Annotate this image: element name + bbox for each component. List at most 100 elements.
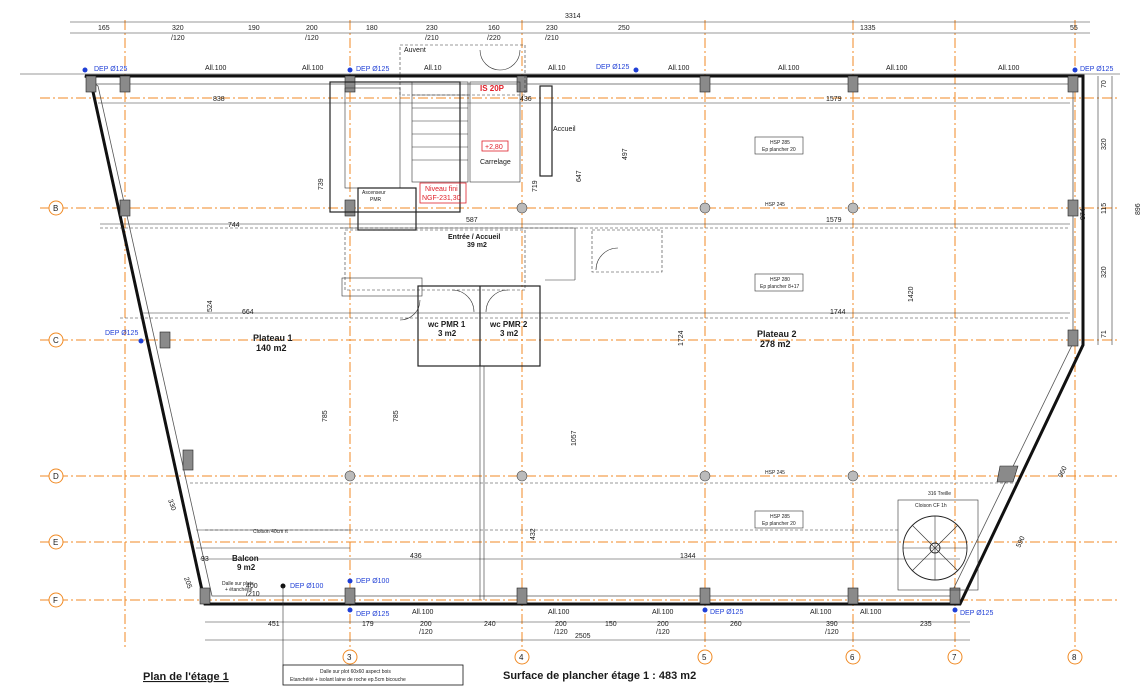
top-dim-1335: 1335: [860, 25, 876, 32]
top-dim-200: 200: [306, 25, 318, 32]
right-dim-71: 71: [1101, 330, 1108, 338]
right-dim-960: 960: [1057, 465, 1068, 479]
spiral-staircase: [897, 499, 979, 591]
hsp285-bot-2: Ep plancher 20: [762, 521, 796, 527]
all100-bot-4: All.100: [810, 609, 832, 616]
niveau-line2: NGF-231,30: [422, 195, 461, 202]
row-axis-f: F: [53, 596, 58, 605]
bottom-dim-240: 240: [484, 621, 496, 628]
top-dim-220: /220: [487, 35, 501, 42]
level-label: +2,80: [485, 144, 503, 151]
row-axis-b: B: [53, 204, 58, 213]
dim-719: 719: [532, 180, 539, 192]
plateau1-name: Plateau 1: [253, 333, 293, 343]
accueil-label: Accueil: [553, 126, 576, 133]
interior-dimensions: 838 436 1579 744 587 1579 664 1744 436 1…: [98, 96, 1070, 598]
all100-bot-3: All.100: [652, 609, 674, 616]
plateau2-area: 278 m2: [760, 339, 791, 349]
dim-436-top: 436: [520, 96, 532, 103]
top-total-dim: 3314: [565, 13, 581, 20]
hsp285-bot-1: HSP 285: [770, 514, 790, 520]
dim-1420: 1420: [908, 286, 915, 302]
col-axis-8: 8: [1072, 653, 1077, 662]
right-dim-896: 896: [1135, 203, 1142, 215]
dep100-b: DEP Ø100: [290, 583, 323, 590]
treille-label: 316 Treille: [928, 491, 951, 497]
balcon-name: Balcon: [232, 554, 259, 563]
all100-top-3: All.100: [668, 65, 690, 72]
dim-1579-top: 1579: [826, 96, 842, 103]
bottom-dim-120a: /120: [419, 629, 433, 636]
ascenseur-line2: PMR: [370, 197, 382, 203]
all100-top-1: All.100: [205, 65, 227, 72]
all10-top-1: All.10: [424, 65, 442, 72]
core-walls: [329, 44, 663, 367]
dep125-tl: DEP Ø125: [94, 66, 127, 73]
dep125-b3: DEP Ø125: [356, 611, 389, 618]
bottom-dim-200b: 200: [555, 621, 567, 628]
entree-area: 39 m2: [467, 242, 487, 249]
top-dim-55: 55: [1070, 25, 1078, 32]
dim-93: 93: [201, 556, 209, 563]
top-dim-250: 250: [618, 25, 630, 32]
dim-838: 838: [213, 96, 225, 103]
bottom-dim-235: 235: [920, 621, 932, 628]
dim-432: 432: [530, 528, 537, 540]
all100-bot-1: All.100: [412, 609, 434, 616]
dalle-line2: + étanchéité: [225, 587, 253, 593]
all100-bot-2: All.100: [548, 609, 570, 616]
dim-1344: 1344: [680, 553, 696, 560]
footer: Plan de l'étage 1 Surface de plancher ét…: [143, 586, 696, 686]
dim-524: 524: [207, 300, 214, 312]
dim-1579-mid: 1579: [826, 217, 842, 224]
cloison40-label: Cloison 40cm rt: [253, 529, 288, 535]
top-dim-210b: /210: [545, 35, 559, 42]
col-axis-7: 7: [952, 653, 957, 662]
row-axis-d: D: [53, 472, 59, 481]
top-dimension-chain: 3314 165 320 /120 190 200 /120 180 230 /…: [20, 13, 1120, 75]
round-columns: [344, 202, 859, 482]
dim-664: 664: [242, 309, 254, 316]
bottom-dim-260: 260: [730, 621, 742, 628]
top-dim-160: 160: [488, 25, 500, 32]
right-dim-874: 874: [1080, 208, 1087, 220]
top-dim-120b: /120: [305, 35, 319, 42]
bottom-dim-200a: 200: [420, 621, 432, 628]
bottom-dim-120b: /120: [554, 629, 568, 636]
room-labels: Plateau 1 140 m2 Plateau 2 278 m2 Entrée…: [232, 47, 797, 572]
ascenseur-line1: Ascenseur: [362, 190, 386, 196]
niveau-line1: Niveau fini: [425, 186, 458, 193]
right-dim-320a: 320: [1101, 138, 1108, 150]
hsp-annotations: HSP 285 Ep plancher 20 HSP 280 Ep planch…: [222, 136, 951, 593]
row-axis-e: E: [53, 538, 58, 547]
col-axis-4: 4: [519, 653, 524, 662]
all100-top-2: All.100: [302, 65, 324, 72]
left-dim-205: 205: [182, 576, 193, 589]
right-dimension-chain: 70 320 115 320 71 896 874 960 590 330 20…: [166, 76, 1142, 590]
right-dim-320b: 320: [1101, 266, 1108, 278]
all100-top-5: All.100: [886, 65, 908, 72]
dep125-t5: DEP Ø125: [596, 64, 629, 71]
dep125-left: DEP Ø125: [105, 330, 138, 337]
bottom-dim-120d: /120: [825, 629, 839, 636]
right-dim-590: 590: [1015, 535, 1026, 549]
interior-partitions: [100, 227, 1070, 600]
top-dim-120a: /120: [171, 35, 185, 42]
hsp285-top-1: HSP 285: [770, 140, 790, 146]
hsp280-1: HSP 280: [770, 277, 790, 283]
dim-1744: 1744: [830, 309, 846, 316]
top-dim-320: 320: [172, 25, 184, 32]
col-axis-3: 3: [347, 653, 352, 662]
dim-647: 647: [576, 170, 583, 182]
cloison-cf-label: Cloison CF 1h: [915, 503, 947, 509]
wc2-area: 3 m2: [500, 329, 519, 338]
top-dim-210a: /210: [425, 35, 439, 42]
dim-785-b: 785: [393, 410, 400, 422]
col-axis-5: 5: [702, 653, 707, 662]
hsp245-top: HSP 245: [765, 202, 785, 208]
hsp280-2: Ep plancher 8+17: [760, 284, 800, 290]
dim-587: 587: [466, 217, 478, 224]
dim-785-a: 785: [322, 410, 329, 422]
row-axis-c: C: [53, 336, 59, 345]
